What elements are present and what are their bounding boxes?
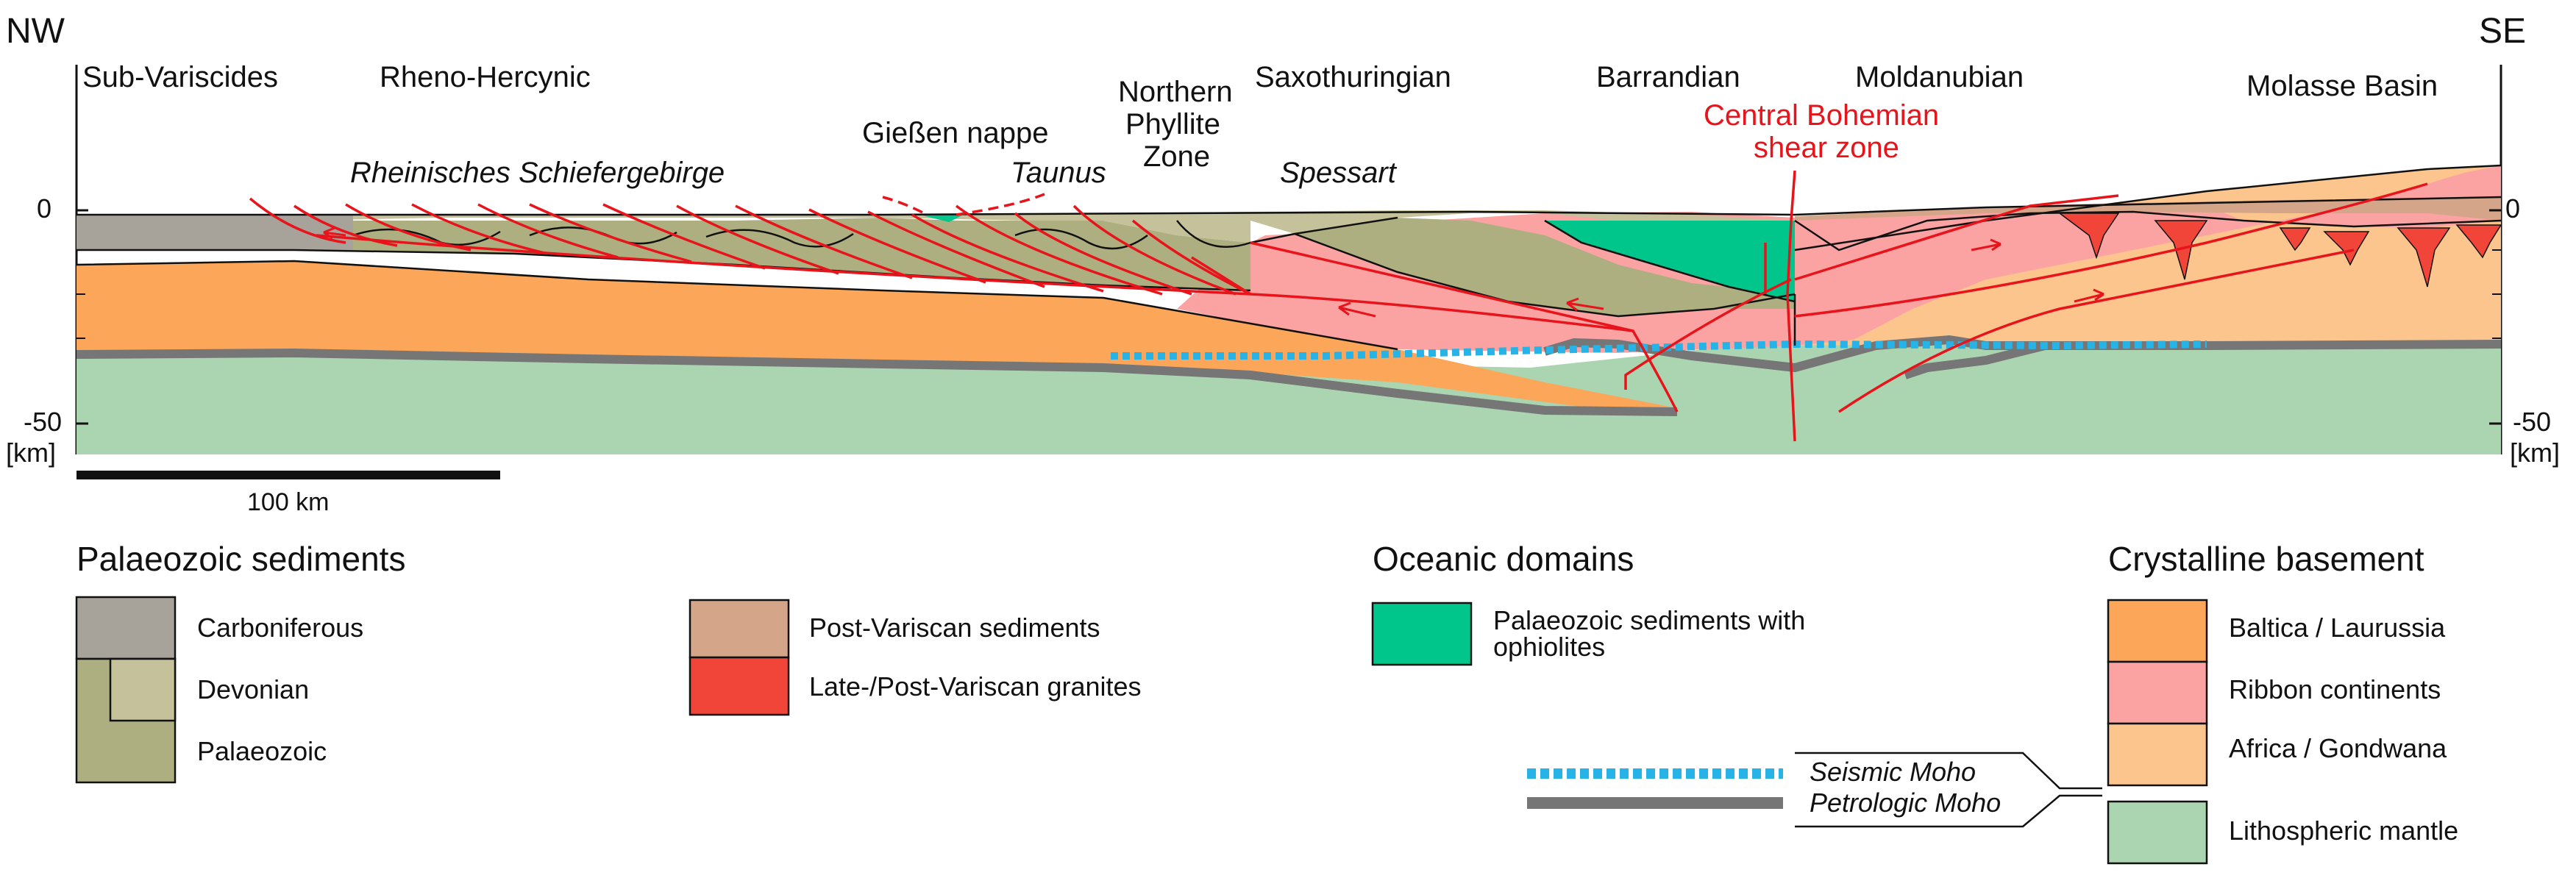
legend-ophiolites-2: ophiolites bbox=[1493, 632, 1605, 662]
region-moldanubian: Moldanubian bbox=[1855, 61, 2024, 93]
fault-arrows bbox=[323, 226, 2104, 318]
granite-plutons bbox=[2057, 213, 2502, 288]
legend-baltica: Baltica / Laurussia bbox=[2229, 613, 2446, 643]
legend-oceanic-title: Oceanic domains bbox=[1373, 540, 1634, 578]
palaeozoic-layer-east bbox=[1295, 218, 1795, 316]
swatch-gondwana bbox=[2107, 722, 2208, 787]
scale-bar bbox=[77, 471, 500, 479]
region-barrandian: Barrandian bbox=[1596, 61, 1740, 93]
legend-post-variscan: Post-Variscan sediments bbox=[809, 613, 1100, 643]
legend-granites: Late-/Post-Variscan granites bbox=[809, 671, 1142, 702]
legend-seismic-moho: Seismic Moho bbox=[1810, 757, 1976, 787]
depth-left-50: -50 bbox=[24, 407, 62, 437]
region-saxothuringian: Saxothuringian bbox=[1255, 61, 1451, 93]
swatch-devonian bbox=[109, 657, 177, 722]
legend-palaeozoic: Palaeozoic bbox=[197, 736, 327, 766]
swatch-granites bbox=[689, 656, 790, 716]
region-sub-variscides: Sub-Variscides bbox=[82, 61, 278, 93]
label-rheinisches: Rheinisches Schiefergebirge bbox=[350, 157, 725, 189]
legend-devonian: Devonian bbox=[197, 674, 309, 704]
region-northern-phyllite-1: Northern bbox=[1118, 76, 1233, 108]
se-label: SE bbox=[2479, 12, 2526, 51]
depth-left-unit: [km] bbox=[6, 438, 56, 468]
scale-bar-label: 100 km bbox=[247, 488, 330, 516]
nw-label: NW bbox=[6, 12, 65, 51]
ophiolite-gieben bbox=[919, 215, 964, 222]
label-central-bohemian-2: shear zone bbox=[1754, 132, 1899, 164]
legend-mantle: Lithospheric mantle bbox=[2229, 815, 2458, 846]
ophiolite-wedge bbox=[1545, 221, 1795, 301]
legend-petrologic-moho: Petrologic Moho bbox=[1810, 788, 2001, 818]
petrologic-moho-ribbon bbox=[1904, 341, 2046, 379]
swatch-mantle bbox=[2107, 800, 2208, 865]
post-variscan-sediments bbox=[1795, 197, 2501, 221]
carboniferous-layer bbox=[77, 215, 353, 250]
legend: Palaeozoic sediments Carboniferous Devon… bbox=[75, 540, 2458, 865]
region-northern-phyllite-3: Zone bbox=[1143, 140, 1210, 173]
depth-right-0: 0 bbox=[2505, 193, 2520, 224]
label-spessart: Spessart bbox=[1280, 157, 1398, 189]
legend-ophiolites-1: Palaeozoic sediments with bbox=[1493, 605, 1805, 635]
swatch-ribbon bbox=[2107, 660, 2208, 725]
swatch-baltica bbox=[2107, 599, 2208, 663]
region-northern-phyllite-2: Phyllite bbox=[1125, 108, 1220, 140]
depth-right-50: -50 bbox=[2513, 407, 2551, 437]
legend-carboniferous: Carboniferous bbox=[197, 613, 363, 643]
swatch-post-variscan bbox=[689, 599, 790, 659]
depth-left-0: 0 bbox=[37, 193, 51, 224]
devonian-layer bbox=[294, 213, 1250, 243]
depth-right-unit: [km] bbox=[2510, 438, 2560, 468]
swatch-carboniferous bbox=[75, 596, 177, 660]
legend-crystalline-title: Crystalline basement bbox=[2108, 540, 2424, 578]
mantle-layer bbox=[77, 340, 2501, 454]
devonian-layer-2 bbox=[1103, 210, 1795, 257]
legend-palaeozoic-title: Palaeozoic sediments bbox=[77, 540, 405, 578]
thrust-faults bbox=[249, 170, 2428, 442]
label-taunus: Taunus bbox=[1011, 157, 1106, 189]
cross-section: NW SE Sub-Variscides Rheno-Hercynic Saxo… bbox=[6, 12, 2560, 516]
petrologic-moho-east bbox=[1543, 335, 2502, 373]
region-molasse-basin: Molasse Basin bbox=[2246, 70, 2438, 102]
region-rheno-hercynic: Rheno-Hercynic bbox=[380, 61, 591, 93]
label-giessen-nappe: Gießen nappe bbox=[862, 117, 1049, 149]
legend-gondwana: Africa / Gondwana bbox=[2229, 733, 2447, 763]
swatch-ophiolites bbox=[1371, 602, 1473, 666]
layer-boundaries bbox=[76, 164, 2502, 351]
ribbon-crust bbox=[1177, 165, 2501, 353]
legend-ribbon: Ribbon continents bbox=[2229, 674, 2441, 704]
petrologic-moho bbox=[76, 348, 1678, 416]
label-central-bohemian-1: Central Bohemian bbox=[1704, 99, 1939, 132]
